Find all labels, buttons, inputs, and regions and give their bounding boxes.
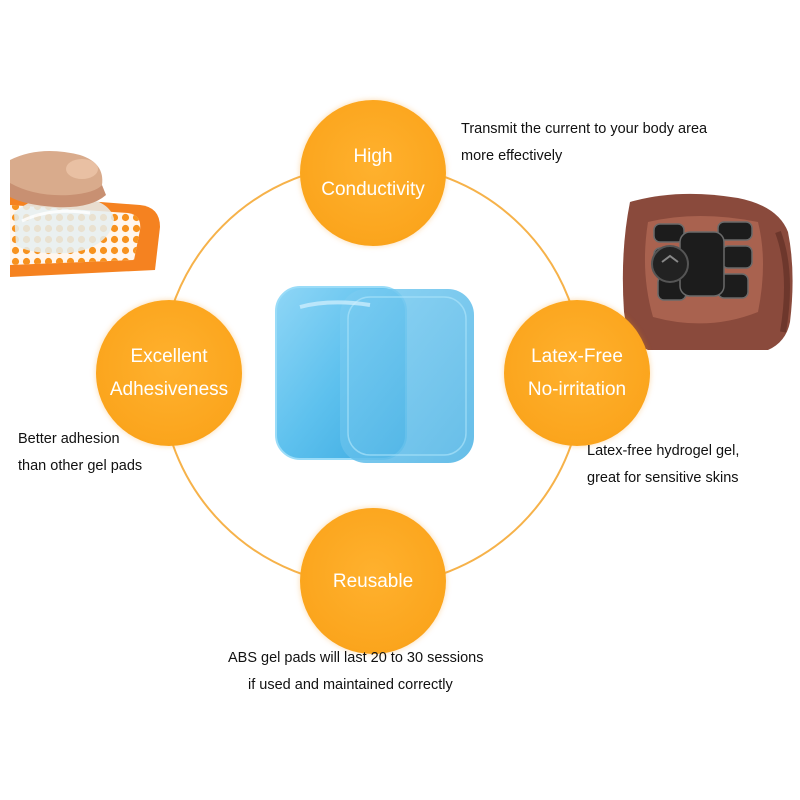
badge-title-line: Conductivity: [321, 179, 425, 200]
description-line: ABS gel pads will last 20 to 30 sessions: [228, 650, 484, 666]
gel-pads-image: [270, 283, 480, 468]
peeling-gel-pad-photo: [10, 135, 162, 277]
high-conductivity-badge: High Conductivity: [300, 100, 446, 246]
badge-title-line: Latex-Free: [531, 346, 623, 367]
badge-title-line: High: [353, 146, 393, 167]
description-line: Latex-free hydrogel gel,: [587, 443, 740, 459]
excellent-adhesiveness-badge: Excellent Adhesiveness: [96, 300, 242, 446]
description-line: Better adhesion: [18, 431, 120, 447]
reusable-description: ABS gel pads will last 20 to 30 sessions…: [228, 645, 484, 699]
high-conductivity-description: Transmit the current to your body area m…: [461, 116, 707, 170]
description-line: than other gel pads: [18, 458, 143, 474]
reusable-badge: Reusable: [300, 508, 446, 654]
description-line: Transmit the current to your body area: [461, 121, 708, 137]
badge-title-line: Reusable: [332, 570, 414, 592]
badge-title-line: Excellent: [130, 346, 208, 367]
latex-free-description: Latex-free hydrogel gel, great for sensi…: [587, 438, 739, 492]
description-line: if used and maintained correctly: [248, 677, 453, 693]
abs-stimulator-photo: [618, 192, 798, 352]
adhesiveness-description: Better adhesion than other gel pads: [18, 426, 142, 480]
latex-free-badge: Latex-Free No-irritation: [504, 300, 650, 446]
description-line: more effectively: [461, 148, 563, 164]
badge-title-line: No-irritation: [527, 379, 627, 400]
badge-title-line: Adhesiveness: [109, 379, 229, 400]
description-line: great for sensitive skins: [587, 470, 739, 486]
